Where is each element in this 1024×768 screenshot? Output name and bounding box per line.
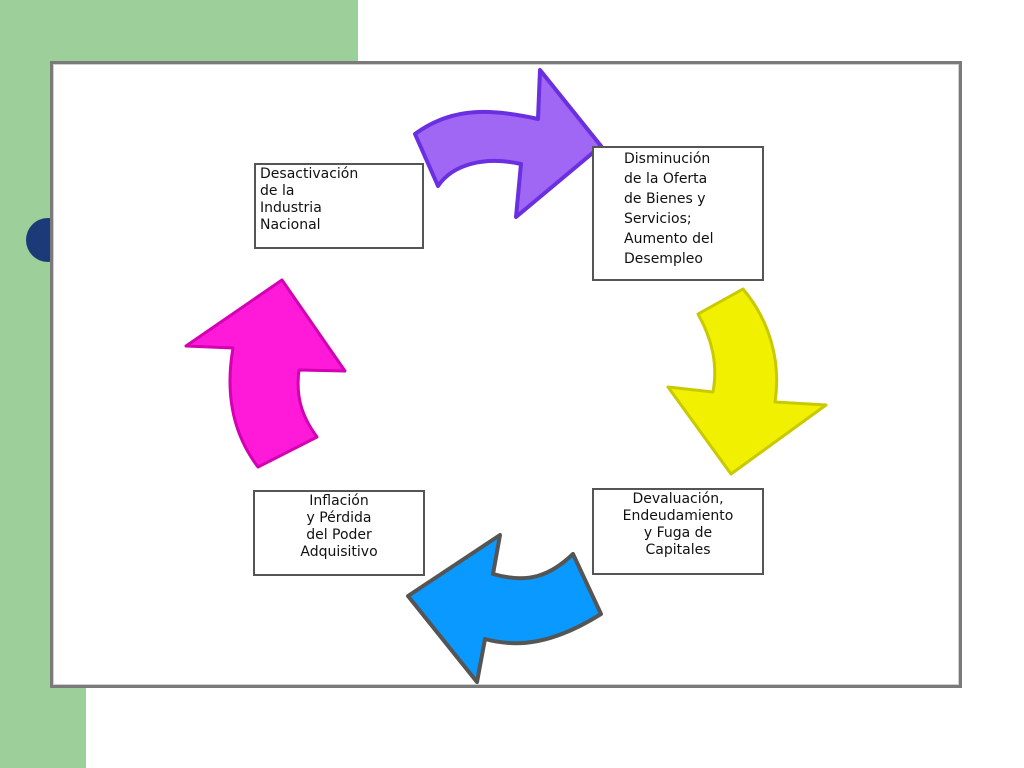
cycle-arrows	[184, 68, 828, 684]
box-desactivacion-industria: Desactivación de la Industria Nacional	[254, 163, 424, 249]
diagram-frame: Desactivación de la Industria Nacional D…	[50, 61, 962, 688]
box-inflacion-poder-adquisitivo: Inflación y Pérdida del Poder Adquisitiv…	[253, 490, 425, 576]
yellow-arrow	[666, 287, 828, 476]
box-devaluacion-endeudamiento: Devaluación, Endeudamiento y Fuga de Cap…	[592, 488, 764, 575]
blue-arrow	[406, 533, 603, 684]
magenta-arrow	[184, 278, 347, 469]
purple-arrow	[413, 68, 603, 219]
box-disminucion-oferta: Disminución de la Oferta de Bienes y Ser…	[592, 146, 764, 281]
